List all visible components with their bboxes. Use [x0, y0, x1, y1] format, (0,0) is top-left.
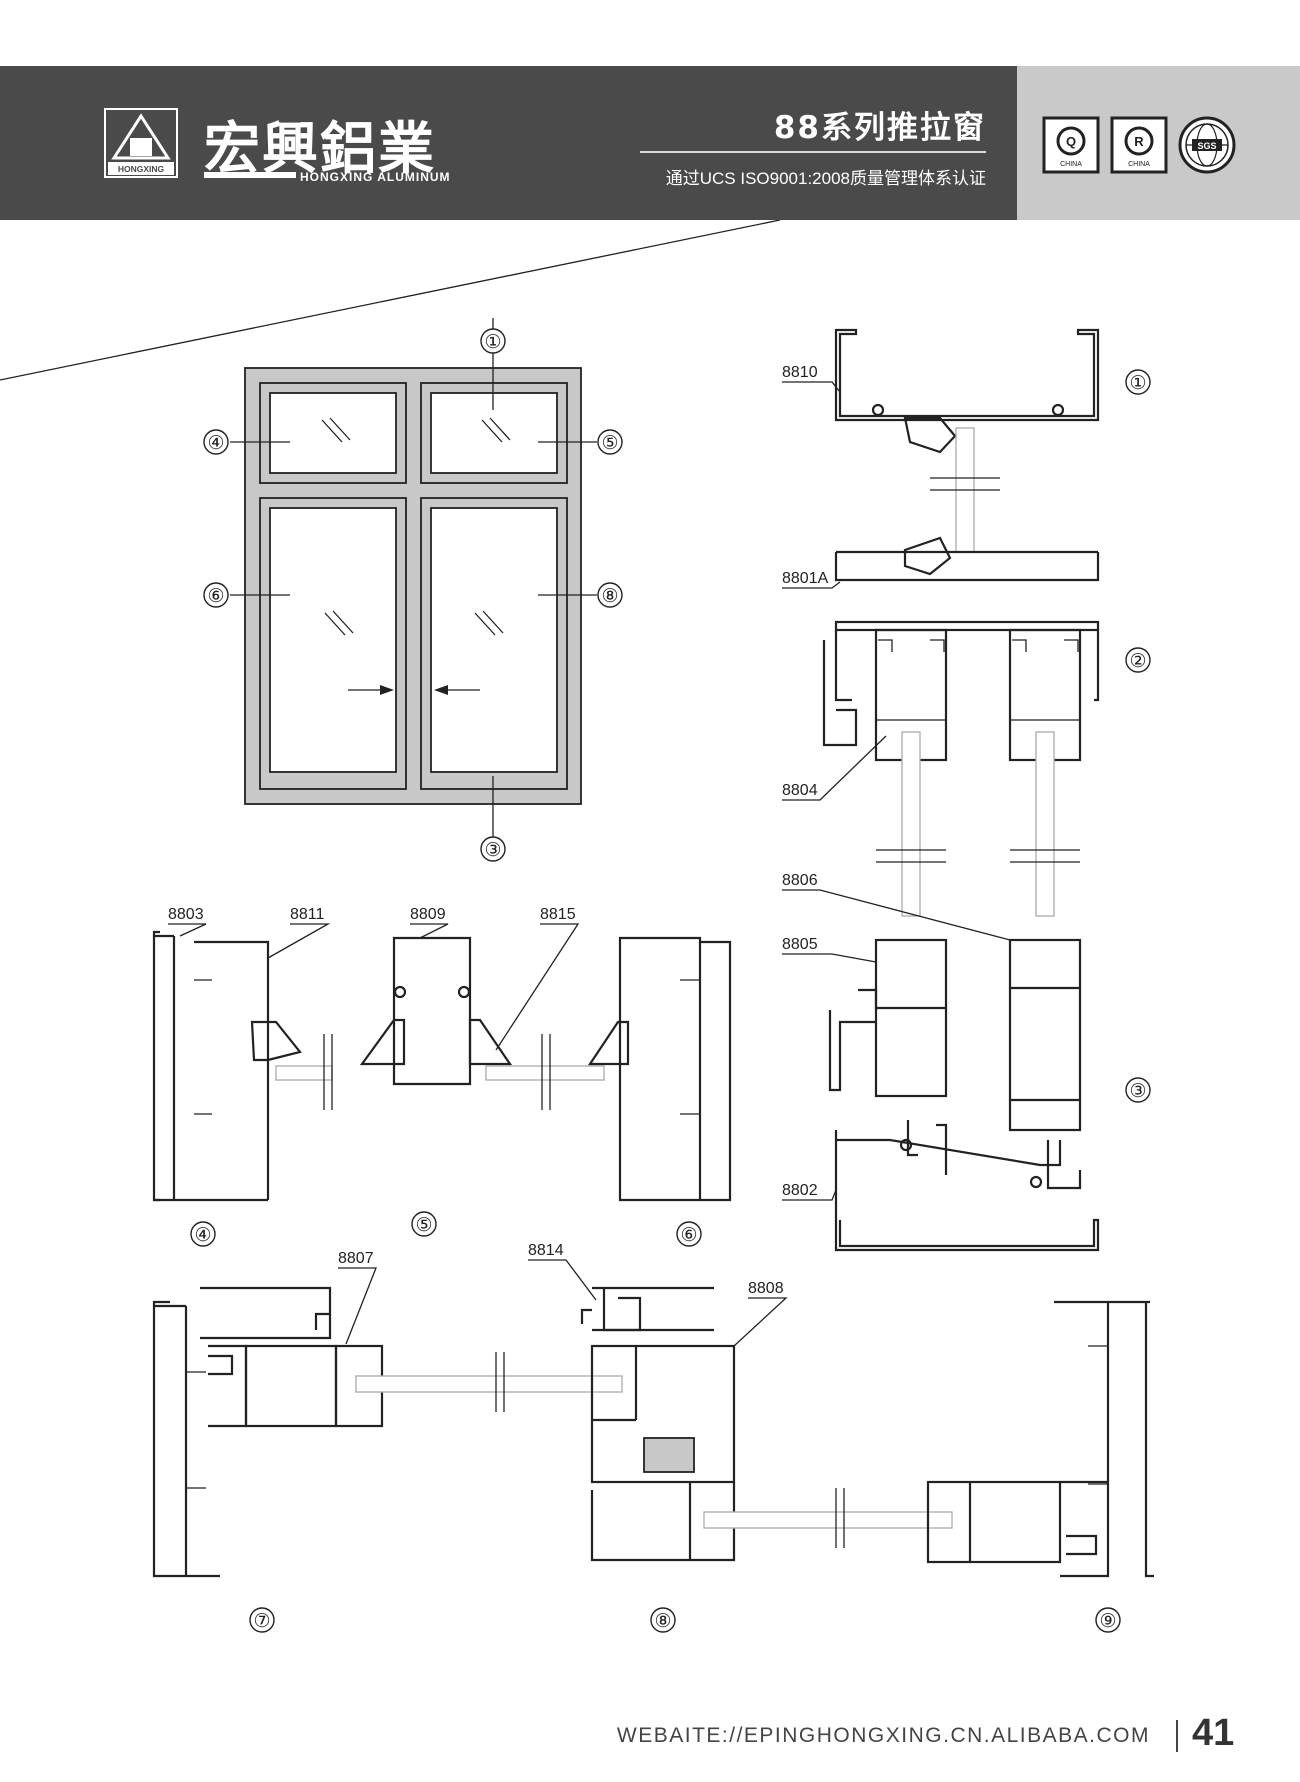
- callout-h7: ⑦: [249, 1607, 275, 1633]
- page-header: HONGXING 宏興鋁業 HONGXING ALUMINUM 88系列推拉窗 …: [0, 66, 1300, 220]
- svg-text:CHINA: CHINA: [1060, 161, 1082, 168]
- callout-5: ⑤: [597, 429, 623, 455]
- label-8811: 8811: [290, 906, 325, 923]
- label-8805: 8805: [782, 936, 818, 953]
- page-number: 41: [1192, 1712, 1235, 1754]
- callout-v3: ③: [1125, 1077, 1151, 1103]
- svg-text:Q: Q: [1066, 134, 1076, 149]
- svg-text:⑧: ⑧: [601, 586, 618, 607]
- callout-h9: ⑨: [1095, 1607, 1121, 1633]
- svg-text:①: ①: [1129, 373, 1146, 394]
- logo-text: HONGXING: [118, 164, 165, 174]
- hongxing-logo-icon: HONGXING: [104, 108, 178, 178]
- svg-text:R: R: [1134, 134, 1144, 149]
- svg-text:③: ③: [484, 840, 501, 861]
- label-8810: 8810: [782, 364, 818, 381]
- svg-text:SGS: SGS: [1197, 141, 1216, 151]
- q-china-badge-icon: Q CHINA: [1042, 116, 1100, 174]
- window-elevation: ① ④ ⑤ ⑥ ⑧ ③: [203, 318, 623, 862]
- callout-v1: ①: [1125, 369, 1151, 395]
- sgs-badge-icon: SGS: [1178, 116, 1236, 174]
- callout-v2: ②: [1125, 647, 1151, 673]
- horizontal-section-lower: 8807 8814 8808 ⑦ ⑧ ⑨: [152, 1242, 1154, 1633]
- label-8809: 8809: [410, 906, 446, 923]
- vertical-section: 8810 8801A 8804 8806 8805 8802 ① ② ③: [0, 220, 1151, 1252]
- callout-4: ④: [203, 429, 229, 455]
- svg-text:⑨: ⑨: [1099, 1611, 1116, 1632]
- header-dark-band: [0, 66, 1017, 220]
- brand-name-en: HONGXING ALUMINUM: [300, 170, 451, 184]
- svg-text:③: ③: [1129, 1081, 1146, 1102]
- label-8814: 8814: [528, 1242, 564, 1259]
- callout-6: ⑥: [203, 582, 229, 608]
- footer-separator: [1176, 1720, 1178, 1752]
- brand-underline: [204, 172, 296, 178]
- callout-h6: ⑥: [676, 1221, 702, 1247]
- callout-h5: ⑤: [411, 1211, 437, 1237]
- svg-text:⑥: ⑥: [207, 586, 224, 607]
- callout-1: ①: [480, 328, 506, 354]
- svg-text:④: ④: [194, 1225, 211, 1246]
- svg-text:CHINA: CHINA: [1128, 161, 1150, 168]
- svg-text:④: ④: [207, 433, 224, 454]
- label-8815: 8815: [540, 906, 576, 923]
- svg-text:⑤: ⑤: [415, 1215, 432, 1236]
- callout-h4: ④: [190, 1221, 216, 1247]
- callout-h8: ⑧: [650, 1607, 676, 1633]
- svg-text:②: ②: [1129, 651, 1146, 672]
- svg-text:⑦: ⑦: [253, 1611, 270, 1632]
- callout-8: ⑧: [597, 582, 623, 608]
- page-footer: WEBAITE://EPINGHONGXING.CN.ALIBABA.COM 4…: [0, 1706, 1300, 1766]
- label-8803: 8803: [168, 906, 204, 923]
- svg-text:①: ①: [484, 332, 501, 353]
- website-url: WEBAITE://EPINGHONGXING.CN.ALIBABA.COM: [616, 1724, 1150, 1747]
- title-rule: [640, 151, 986, 153]
- svg-text:⑥: ⑥: [680, 1225, 697, 1246]
- horizontal-section-upper: 8803 8811 8809 8815 ④ ⑤ ⑥: [152, 906, 732, 1247]
- cert-badges: Q CHINA R CHINA SGS: [1042, 116, 1236, 174]
- callout-3: ③: [480, 836, 506, 862]
- label-8802: 8802: [782, 1182, 818, 1199]
- svg-text:⑤: ⑤: [601, 433, 618, 454]
- technical-drawing: .ln { fill: none; stroke: #222; stroke-w…: [0, 220, 1154, 1633]
- label-8804: 8804: [782, 782, 818, 799]
- label-8807: 8807: [338, 1250, 374, 1267]
- label-8808: 8808: [748, 1280, 784, 1297]
- r-china-badge-icon: R CHINA: [1110, 116, 1168, 174]
- certification-text: 通过UCS ISO9001:2008质量管理体系认证: [665, 169, 986, 188]
- series-title: 88系列推拉窗: [773, 110, 986, 146]
- label-8806: 8806: [782, 872, 818, 889]
- brand-name-cn: 宏興鋁業: [204, 117, 436, 182]
- svg-text:⑧: ⑧: [654, 1611, 671, 1632]
- label-8801a: 8801A: [782, 570, 829, 587]
